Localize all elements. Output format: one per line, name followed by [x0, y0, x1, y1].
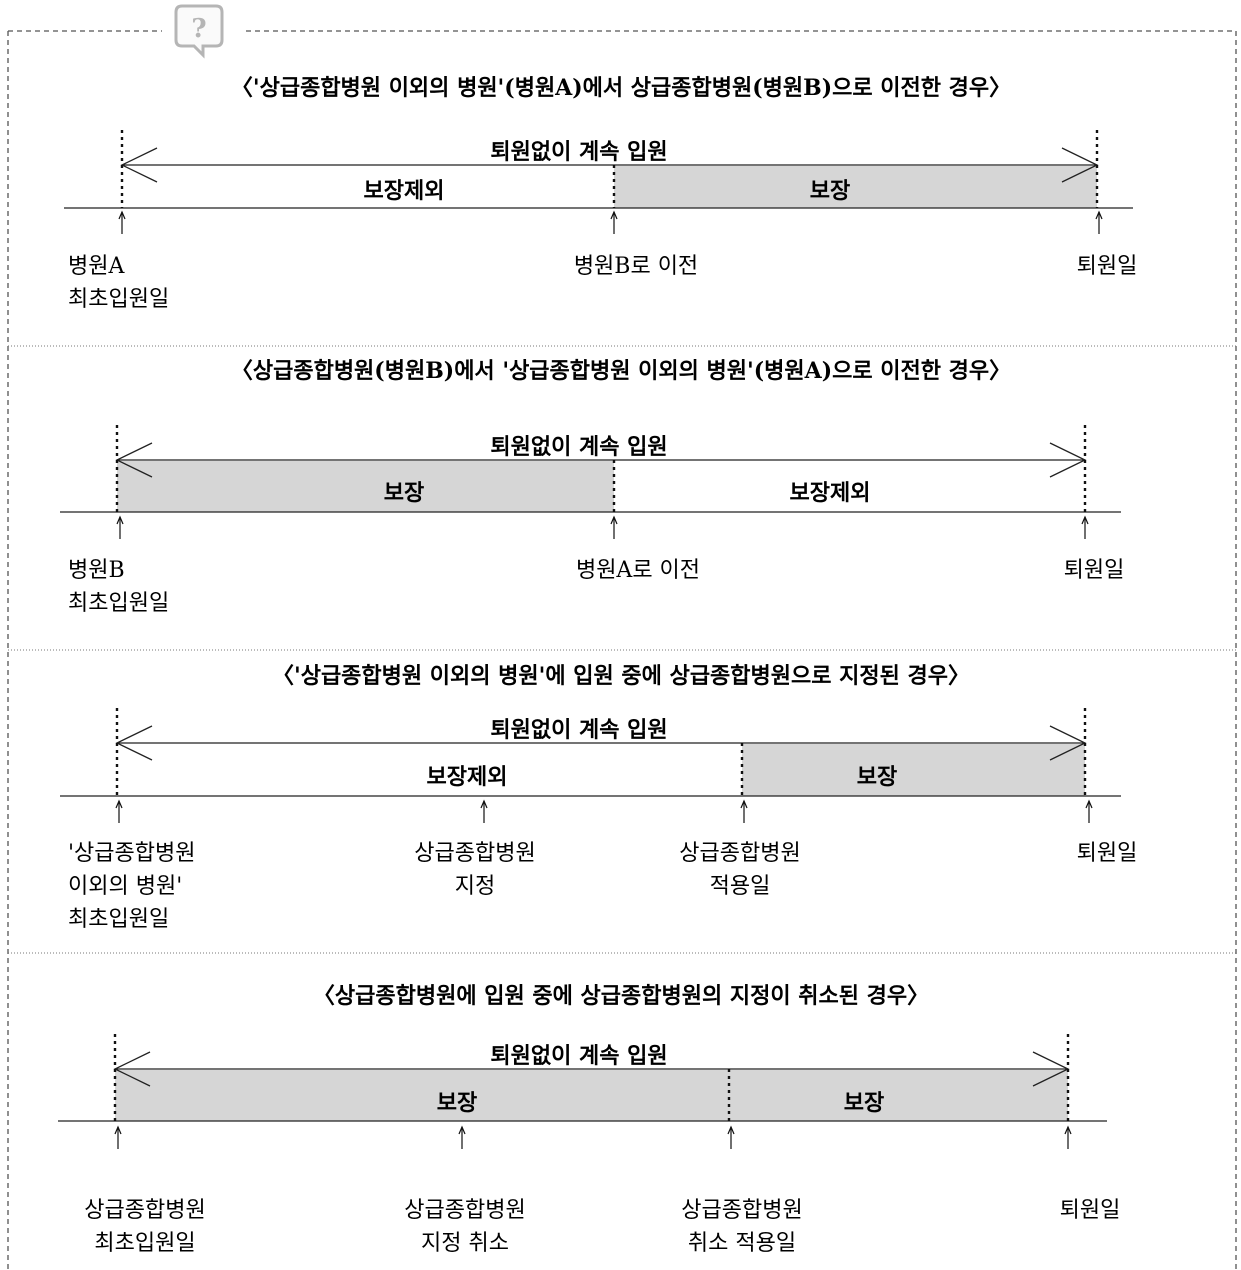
marker-label-line: 상급종합병원: [84, 1198, 205, 1223]
marker-label: 병원A로 이전: [576, 558, 700, 583]
stay-label: 퇴원없이 계속 입원: [490, 434, 667, 460]
svg-text:?: ?: [191, 14, 206, 44]
marker-label: 퇴원일: [1077, 254, 1138, 279]
covered-label: 보장: [857, 764, 897, 790]
covered-label: 보장: [844, 1090, 884, 1116]
up-arrow-head: [458, 1125, 466, 1135]
up-arrow-head: [115, 799, 123, 809]
section-title: 〈상급종합병원에 입원 중에 상급종합병원의 지정이 취소된 경우〉: [313, 983, 929, 1009]
section-1: 〈'상급종합병원 이외의 병원'(병원A)에서 상급종합병원(병원B)으로 이전…: [64, 75, 1137, 312]
up-arrow-icon: [1081, 515, 1089, 539]
covered-band: [614, 166, 1097, 208]
marker-label-line: 최초입원일: [68, 287, 169, 312]
marker-label-line: 상급종합병원: [414, 841, 535, 866]
covered-label: 보장: [384, 480, 424, 506]
section-dividers: [8, 345, 1236, 954]
up-arrow-head: [1064, 1125, 1072, 1135]
marker-label-line: 상급종합병원: [404, 1198, 525, 1223]
marker-label: 병원B 최초입원일: [68, 558, 169, 616]
marker-label-line: 퇴원일: [1077, 254, 1138, 279]
marker-label: 퇴원일: [1064, 558, 1125, 583]
stay-label: 퇴원없이 계속 입원: [490, 717, 667, 743]
up-arrow-head: [1085, 799, 1093, 809]
up-arrow-head: [610, 515, 618, 525]
up-arrow-icon: [1085, 799, 1093, 823]
up-arrow-icon: [610, 210, 618, 234]
question-bubble-icon: ?: [174, 4, 224, 59]
marker-label-line: 최초입원일: [94, 1231, 195, 1256]
up-arrow-head: [740, 799, 748, 809]
up-arrow-icon: [727, 1125, 735, 1149]
marker-label-line: '상급종합병원: [68, 841, 196, 866]
up-arrow-icon: [1095, 210, 1103, 234]
marker-label-line: 최초입원일: [68, 907, 169, 932]
up-arrow-icon: [458, 1125, 466, 1149]
marker-label-line: 병원B로 이전: [574, 254, 698, 279]
marker-label-line: 최초입원일: [68, 591, 169, 616]
marker-label-line: 적용일: [710, 874, 771, 899]
up-arrow-head: [480, 799, 488, 809]
covered-band: [117, 461, 614, 512]
excluded-label: 보장제외: [364, 178, 445, 204]
marker-label: 병원B로 이전: [574, 254, 698, 279]
covered-band: [742, 744, 1085, 796]
up-arrow-head: [114, 1125, 122, 1135]
marker-label-line: 상급종합병원: [681, 1198, 802, 1223]
excluded-label: 보장제외: [427, 764, 508, 790]
marker-label-line: 퇴원일: [1060, 1198, 1121, 1223]
covered-label: 보장: [810, 178, 850, 204]
marker-label: 병원A 최초입원일: [68, 254, 169, 312]
up-arrow-icon: [115, 799, 123, 823]
marker-label-line: 병원B: [68, 558, 125, 583]
section-title: 〈'상급종합병원 이외의 병원'(병원A)에서 상급종합병원(병원B)으로 이전…: [231, 75, 1011, 101]
outer-frame: [7, 30, 1237, 1270]
excluded-label: 보장제외: [790, 480, 871, 506]
marker-label-line: 병원A: [68, 254, 125, 279]
up-arrow-icon: [740, 799, 748, 823]
up-arrow-icon: [114, 1125, 122, 1149]
up-arrow-head: [1095, 210, 1103, 220]
marker-label-line: 상급종합병원: [679, 841, 800, 866]
up-arrow-icon: [116, 515, 124, 539]
section-3: 〈'상급종합병원 이외의 병원'에 입원 중에 상급종합병원으로 지정된 경우〉…: [60, 663, 1137, 932]
marker-label-line: 퇴원일: [1064, 558, 1125, 583]
up-arrow-icon: [480, 799, 488, 823]
marker-label: 퇴원일: [1077, 841, 1138, 866]
marker-label-line: 병원A로 이전: [576, 558, 700, 583]
up-arrow-head: [727, 1125, 735, 1135]
marker-label-line: 지정: [455, 874, 495, 899]
section-title: 〈상급종합병원(병원B)에서 '상급종합병원 이외의 병원'(병원A)으로 이전…: [231, 358, 1011, 384]
section-2: 〈상급종합병원(병원B)에서 '상급종합병원 이외의 병원'(병원A)으로 이전…: [60, 358, 1124, 616]
up-arrow-head: [1081, 515, 1089, 525]
section-title: 〈'상급종합병원 이외의 병원'에 입원 중에 상급종합병원으로 지정된 경우〉: [272, 663, 970, 689]
section-4: 〈상급종합병원에 입원 중에 상급종합병원의 지정이 취소된 경우〉 퇴원없이 계…: [58, 983, 1120, 1256]
up-arrow-head: [116, 515, 124, 525]
up-arrow-head: [118, 210, 126, 220]
covered-band: [115, 1070, 729, 1121]
marker-label: 퇴원일: [1060, 1198, 1121, 1223]
marker-label-line: 퇴원일: [1077, 841, 1138, 866]
up-arrow-icon: [610, 515, 618, 539]
marker-label-line: 이외의 병원': [68, 874, 182, 899]
covered-band: [729, 1070, 1068, 1121]
stay-label: 퇴원없이 계속 입원: [490, 139, 667, 165]
marker-label-line: 취소 적용일: [688, 1231, 796, 1256]
covered-label: 보장: [437, 1090, 477, 1116]
up-arrow-head: [610, 210, 618, 220]
marker-label-line: 지정 취소: [421, 1231, 509, 1256]
up-arrow-icon: [1064, 1125, 1072, 1149]
stay-label: 퇴원없이 계속 입원: [490, 1043, 667, 1069]
up-arrow-icon: [118, 210, 126, 234]
